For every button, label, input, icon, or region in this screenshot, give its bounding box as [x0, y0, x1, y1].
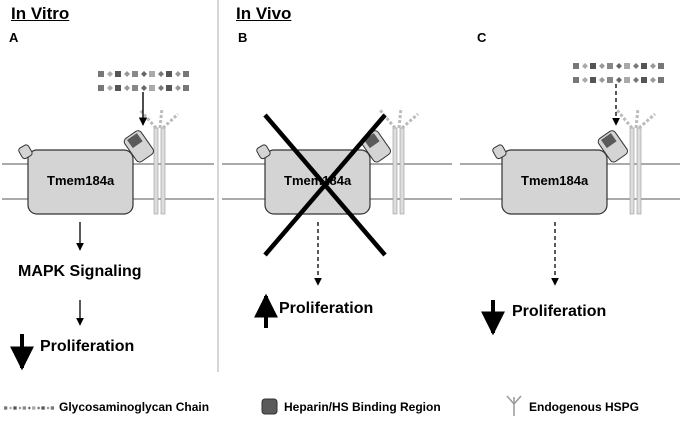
panel-b-diagram: [222, 107, 452, 328]
panel-c-label: C: [477, 30, 487, 45]
legend-binding-region: Heparin/HS Binding Region: [284, 400, 441, 414]
binding-region-legend-icon: [261, 398, 278, 415]
tmem184a-protein: [27, 149, 134, 215]
hspg-legend-icon: [506, 395, 522, 416]
mapk-signaling-label: MAPK Signaling: [18, 263, 142, 280]
binding-region: [601, 133, 617, 149]
outcome-label-b: Proliferation: [279, 300, 374, 317]
tmem184a-protein: [501, 149, 608, 215]
heading-in-vitro: In Vitro: [11, 4, 70, 23]
legend-endogenous-hspg: Endogenous HSPG: [529, 400, 640, 414]
panel-a-diagram: [2, 71, 214, 371]
legend-icons: [4, 395, 522, 416]
protein-label-b: Tmem184a: [284, 173, 352, 188]
panel-c-diagram: [460, 63, 680, 336]
protein-label-c: Tmem184a: [521, 173, 589, 188]
panel-a-label: A: [9, 30, 19, 45]
legend-gag-chain: Glycosaminoglycan Chain: [59, 400, 210, 414]
binding-region: [127, 133, 143, 149]
outcome-label-a: Proliferation: [40, 338, 135, 355]
heading-in-vivo: In Vivo: [236, 4, 292, 23]
binding-region: [364, 133, 380, 149]
outcome-label-c: Proliferation: [512, 303, 607, 320]
protein-label-a: Tmem184a: [47, 173, 115, 188]
panel-b-label: B: [238, 30, 248, 45]
